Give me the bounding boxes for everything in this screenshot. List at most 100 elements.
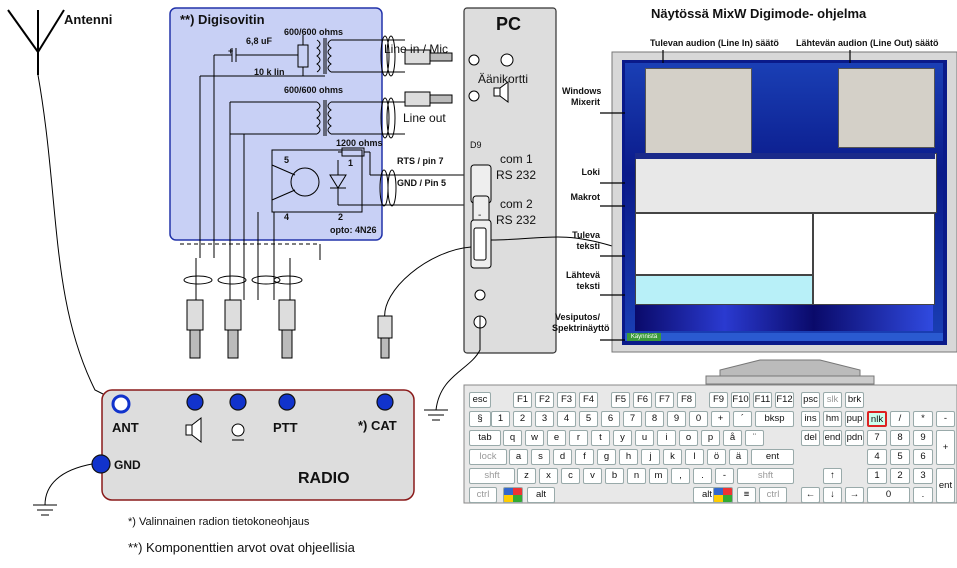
key-3-8[interactable]: k	[663, 449, 682, 465]
key-4-16[interactable]: ent	[936, 468, 955, 503]
key-2-18[interactable]: 9	[913, 430, 933, 446]
key-2-8[interactable]: i	[657, 430, 676, 446]
key-2-3[interactable]: e	[547, 430, 566, 446]
key-2-14[interactable]: end	[823, 430, 842, 446]
key-4-2[interactable]: x	[539, 468, 558, 484]
key-2-7[interactable]: u	[635, 430, 654, 446]
key-2-1[interactable]: q	[503, 430, 522, 446]
key-2-11[interactable]: å	[723, 430, 742, 446]
key-4-9[interactable]: .	[693, 468, 712, 484]
key-1-11[interactable]: +	[711, 411, 730, 427]
key-1-4[interactable]: 4	[557, 411, 576, 427]
start-button[interactable]: Käynnistä	[627, 333, 661, 341]
windows-key-icon[interactable]	[713, 487, 733, 503]
key-3-10[interactable]: ö	[707, 449, 726, 465]
key-4-6[interactable]: n	[627, 468, 646, 484]
key-4-14[interactable]: 2	[890, 468, 910, 484]
key-0-0[interactable]: esc	[469, 392, 491, 408]
key-0-2[interactable]: F2	[535, 392, 554, 408]
key-4-12[interactable]: ↑	[823, 468, 842, 484]
key-3-5[interactable]: g	[597, 449, 616, 465]
key-2-0[interactable]: tab	[469, 430, 501, 446]
key-1-3[interactable]: 3	[535, 411, 554, 427]
key-0-10[interactable]: F10	[731, 392, 750, 408]
key-1-2[interactable]: 2	[513, 411, 532, 427]
key-3-15[interactable]: 6	[913, 449, 933, 465]
key-0-4[interactable]: F4	[579, 392, 598, 408]
key-2-2[interactable]: w	[525, 430, 544, 446]
key-3-14[interactable]: 5	[890, 449, 910, 465]
key-0-3[interactable]: F3	[557, 392, 576, 408]
key-3-12[interactable]: ent	[751, 449, 794, 465]
key-2-5[interactable]: t	[591, 430, 610, 446]
key-4-8[interactable]: ,	[671, 468, 690, 484]
key-2-4[interactable]: r	[569, 430, 588, 446]
key-3-9[interactable]: l	[685, 449, 704, 465]
key-4-7[interactable]: m	[649, 468, 668, 484]
menu-key-icon[interactable]: ≡	[737, 487, 756, 503]
key-1-1[interactable]: 1	[491, 411, 510, 427]
key-2-13[interactable]: del	[801, 430, 820, 446]
key-2-9[interactable]: o	[679, 430, 698, 446]
key-0-7[interactable]: F7	[655, 392, 674, 408]
key-3-0[interactable]: lock	[469, 449, 507, 465]
key-2-6[interactable]: y	[613, 430, 632, 446]
key-1-9[interactable]: 9	[667, 411, 686, 427]
windows-key-icon[interactable]	[503, 487, 523, 503]
key-5-1[interactable]: alt	[527, 487, 555, 503]
key-2-16[interactable]: 7	[867, 430, 887, 446]
key-2-19[interactable]: +	[936, 430, 955, 465]
key-4-0[interactable]: shft	[469, 468, 515, 484]
key-0-12[interactable]: F12	[775, 392, 794, 408]
key-5-7[interactable]: 0	[867, 487, 910, 503]
key-0-15[interactable]: brk	[845, 392, 864, 408]
key-4-15[interactable]: 3	[913, 468, 933, 484]
key-0-11[interactable]: F11	[753, 392, 772, 408]
key-1-17[interactable]: nlk	[867, 411, 887, 427]
key-4-13[interactable]: 1	[867, 468, 887, 484]
key-5-3[interactable]: ctrl	[759, 487, 787, 503]
key-0-9[interactable]: F9	[709, 392, 728, 408]
key-5-6[interactable]: →	[845, 487, 864, 503]
key-4-3[interactable]: c	[561, 468, 580, 484]
key-3-2[interactable]: s	[531, 449, 550, 465]
key-1-13[interactable]: bksp	[755, 411, 794, 427]
key-3-13[interactable]: 4	[867, 449, 887, 465]
key-1-10[interactable]: 0	[689, 411, 708, 427]
key-0-1[interactable]: F1	[513, 392, 532, 408]
key-0-13[interactable]: psc	[801, 392, 820, 408]
key-3-4[interactable]: f	[575, 449, 594, 465]
key-0-8[interactable]: F8	[677, 392, 696, 408]
key-2-10[interactable]: p	[701, 430, 720, 446]
key-5-0[interactable]: ctrl	[469, 487, 497, 503]
key-0-14[interactable]: slk	[823, 392, 842, 408]
key-1-7[interactable]: 7	[623, 411, 642, 427]
key-3-6[interactable]: h	[619, 449, 638, 465]
key-1-5[interactable]: 5	[579, 411, 598, 427]
key-4-11[interactable]: shft	[737, 468, 794, 484]
key-1-19[interactable]: *	[913, 411, 933, 427]
key-3-1[interactable]: a	[509, 449, 528, 465]
key-1-15[interactable]: hm	[823, 411, 842, 427]
key-5-8[interactable]: .	[913, 487, 933, 503]
key-1-0[interactable]: §	[469, 411, 491, 427]
key-1-8[interactable]: 8	[645, 411, 664, 427]
key-1-12[interactable]: ´	[733, 411, 752, 427]
key-2-12[interactable]: ¨	[745, 430, 764, 446]
key-4-4[interactable]: v	[583, 468, 602, 484]
key-4-1[interactable]: z	[517, 468, 536, 484]
key-0-6[interactable]: F6	[633, 392, 652, 408]
key-3-7[interactable]: j	[641, 449, 660, 465]
key-4-5[interactable]: b	[605, 468, 624, 484]
key-5-5[interactable]: ↓	[823, 487, 842, 503]
key-1-16[interactable]: pup	[845, 411, 864, 427]
key-4-10[interactable]: -	[715, 468, 734, 484]
key-1-20[interactable]: -	[936, 411, 955, 427]
key-3-11[interactable]: ä	[729, 449, 748, 465]
key-1-18[interactable]: /	[890, 411, 910, 427]
key-1-14[interactable]: ins	[801, 411, 820, 427]
key-0-5[interactable]: F5	[611, 392, 630, 408]
key-2-15[interactable]: pdn	[845, 430, 864, 446]
key-2-17[interactable]: 8	[890, 430, 910, 446]
key-5-4[interactable]: ←	[801, 487, 820, 503]
